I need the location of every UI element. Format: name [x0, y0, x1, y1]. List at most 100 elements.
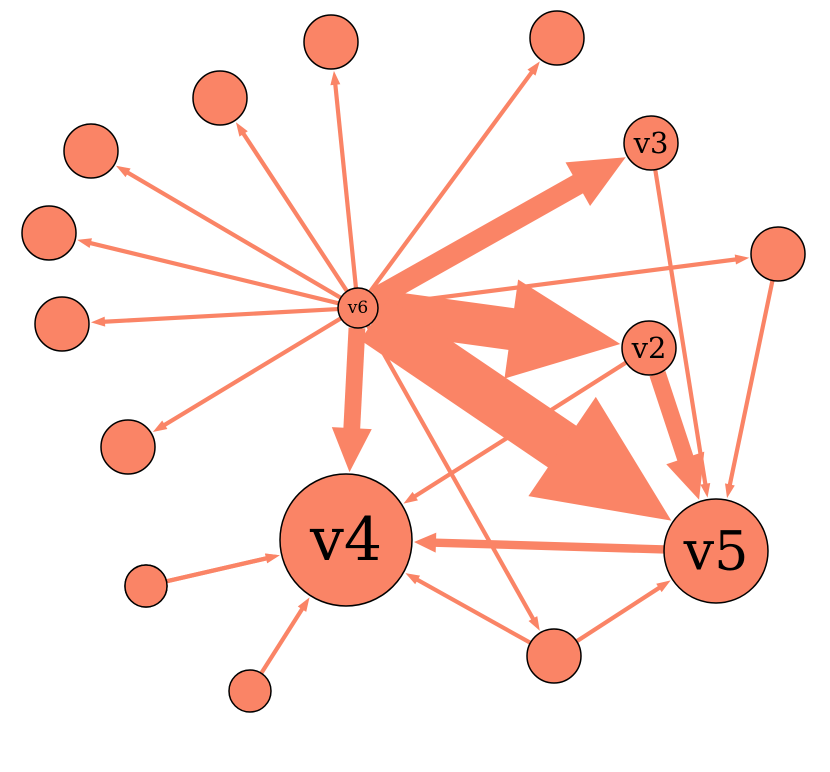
- edge-arrowhead: [331, 427, 372, 473]
- edge-5: [90, 306, 339, 327]
- edge-20: [165, 553, 280, 584]
- node-v2: v2: [621, 320, 677, 376]
- edge-shaft: [103, 306, 339, 324]
- edge-11: [331, 327, 372, 473]
- edge-17: [413, 532, 665, 554]
- edge-arrowhead: [330, 70, 341, 86]
- edge-shaft: [368, 70, 534, 294]
- edge-arrowhead: [725, 483, 735, 499]
- node-circle: [63, 123, 119, 179]
- edge-shaft: [259, 607, 305, 675]
- node-v3: v3: [623, 115, 679, 171]
- node-n_top2: [529, 10, 585, 66]
- node-circle: [750, 226, 806, 282]
- node-label: v2: [631, 331, 667, 365]
- edge-arrowhead: [235, 122, 248, 137]
- edge-shaft: [413, 360, 628, 499]
- node-circle: [337, 287, 379, 329]
- edge-19: [259, 597, 310, 675]
- node-circle: [228, 669, 272, 713]
- node-n_left2: [63, 123, 119, 179]
- node-v6: v6: [337, 287, 379, 329]
- edge-16: [403, 360, 628, 504]
- edge-7: [370, 157, 626, 308]
- edge-2: [235, 122, 349, 293]
- edge-shaft: [89, 240, 340, 306]
- node-circle: [529, 10, 585, 66]
- edge-shaft: [415, 577, 532, 645]
- edge-arrowhead: [77, 238, 92, 249]
- node-n_left3: [21, 205, 77, 261]
- node-circle: [100, 419, 156, 475]
- node-circle: [623, 115, 679, 171]
- edge-arrowhead: [528, 616, 540, 631]
- node-n_left1: [192, 70, 248, 126]
- edge-shaft: [126, 170, 342, 300]
- edge-arrowhead: [527, 61, 540, 76]
- edge-arrowhead: [528, 396, 672, 521]
- edge-arrowhead: [264, 553, 280, 564]
- node-n_left4: [34, 296, 90, 352]
- edge-1: [368, 61, 540, 294]
- edge-arrowhead: [565, 157, 626, 207]
- edge-shaft: [333, 83, 359, 289]
- edge-arrowhead: [152, 420, 168, 433]
- edge-arrowhead: [90, 316, 106, 327]
- node-v4: v4: [279, 473, 413, 607]
- node-circle: [526, 628, 582, 684]
- edge-6: [152, 316, 342, 433]
- edge-arrowhead: [666, 451, 705, 500]
- node-circle: [303, 14, 359, 70]
- edge-shaft: [653, 169, 708, 486]
- edge-13: [653, 169, 711, 498]
- edge-arrowhead: [405, 573, 421, 585]
- edge-3: [115, 165, 342, 300]
- edge-arrowhead: [403, 491, 418, 504]
- edge-arrowhead: [700, 483, 711, 498]
- edge-shaft: [434, 538, 665, 554]
- edge-15: [649, 371, 705, 500]
- edge-shaft: [241, 131, 349, 293]
- edge-arrowhead: [504, 279, 621, 379]
- edge-22: [575, 580, 671, 644]
- edge-arrowhead: [115, 165, 131, 178]
- edge-shaft: [360, 298, 578, 468]
- node-circle: [34, 296, 90, 352]
- node-n_bottom3: [526, 628, 582, 684]
- edge-shaft: [575, 585, 661, 644]
- node-label: v6: [347, 298, 368, 318]
- edge-21: [405, 573, 532, 645]
- edge-shaft: [727, 280, 775, 486]
- edge-shaft: [370, 174, 584, 308]
- edge-10: [360, 298, 672, 521]
- node-label: v3: [633, 126, 669, 160]
- node-n_left5: [100, 419, 156, 475]
- node-v5: v5: [663, 498, 769, 604]
- edge-shaft: [162, 316, 342, 428]
- node-n_bottom2: [124, 564, 168, 608]
- node-circle: [124, 564, 168, 608]
- node-n_top1: [303, 14, 359, 70]
- edge-arrowhead: [413, 532, 437, 553]
- node-circle: [21, 205, 77, 261]
- node-label: v4: [309, 505, 382, 575]
- node-circle: [192, 70, 248, 126]
- node-label: v5: [683, 520, 749, 583]
- node-circle: [279, 473, 413, 607]
- edge-arrowhead: [297, 597, 310, 612]
- edge-shaft: [649, 371, 694, 462]
- edge-shaft: [343, 327, 366, 430]
- edge-shaft: [165, 556, 268, 584]
- edge-arrowhead: [656, 580, 671, 593]
- node-n_bottom1: [228, 669, 272, 713]
- edges-layer: [77, 61, 775, 675]
- node-n_right1: [750, 226, 806, 282]
- node-circle: [621, 320, 677, 376]
- edge-arrowhead: [734, 254, 750, 265]
- nodes-layer: v6 v4 v5 v2 v3: [21, 10, 806, 713]
- edge-4: [77, 238, 340, 306]
- node-circle: [663, 498, 769, 604]
- edge-0: [330, 70, 359, 289]
- edge-14: [725, 280, 775, 499]
